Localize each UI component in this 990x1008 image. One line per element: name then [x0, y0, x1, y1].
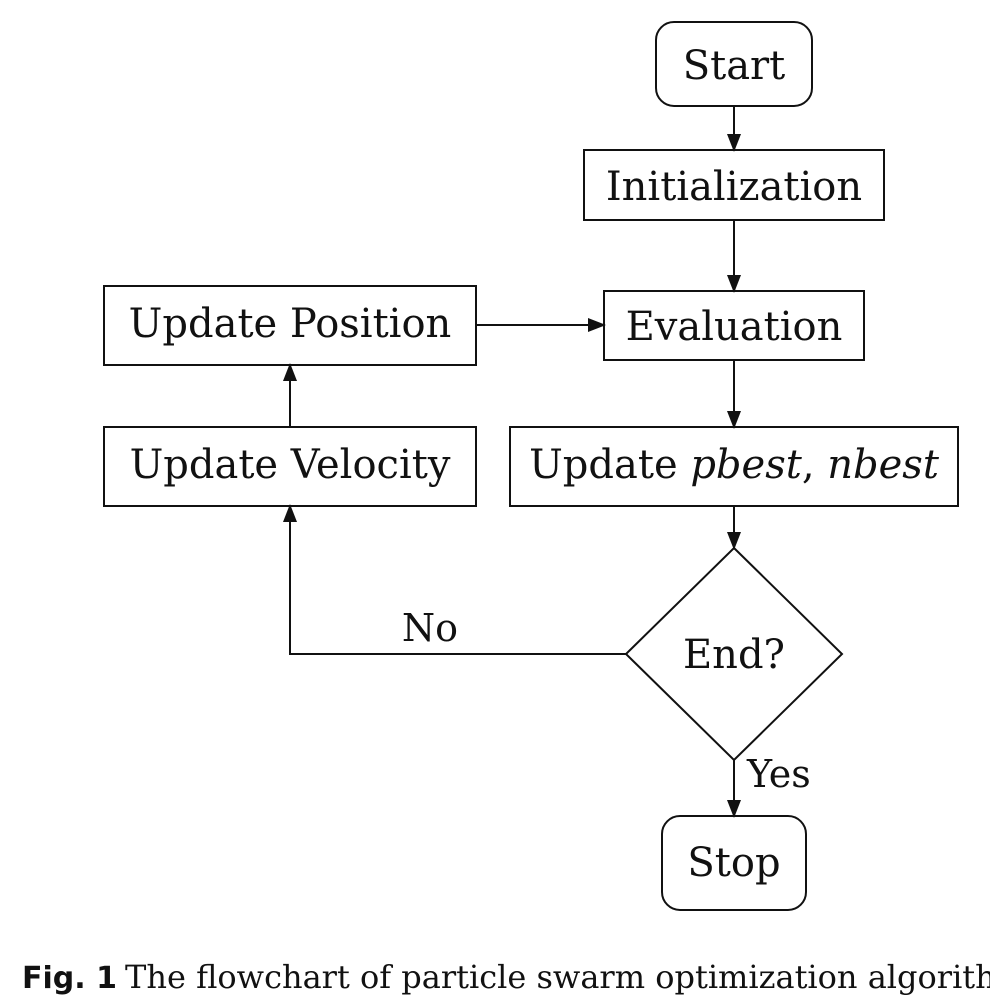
update-best-separator: ,	[802, 442, 827, 488]
yes-edge-label: Yes	[746, 752, 811, 796]
initialization-label: Initialization	[606, 164, 862, 210]
update-velocity-node: Update Velocity	[103, 426, 477, 507]
decision-label: End?	[683, 632, 785, 678]
stop-node: Stop	[661, 815, 807, 911]
arrow-decision-no-to-velocity	[283, 504, 626, 655]
update-position-label: Update Position	[129, 301, 452, 347]
stop-label: Stop	[687, 840, 780, 886]
update-best-prefix: Update	[529, 442, 690, 488]
nbest-term: nbest	[827, 442, 940, 488]
update-best-label: Update pbest, nbest	[529, 442, 940, 488]
figure-caption: The flowchart of particle swarm optimiza…	[125, 958, 990, 996]
start-label: Start	[683, 43, 786, 89]
update-velocity-label: Update Velocity	[130, 442, 451, 488]
update-best-node: Update pbest, nbest	[509, 426, 959, 507]
figure-number: Fig. 1	[22, 961, 117, 996]
decision-node: End?	[624, 546, 844, 762]
no-edge-label: No	[402, 606, 458, 650]
evaluation-label: Evaluation	[626, 304, 843, 350]
initialization-node: Initialization	[583, 149, 885, 221]
update-position-node: Update Position	[103, 285, 477, 366]
evaluation-node: Evaluation	[603, 290, 865, 361]
pbest-term: pbest	[690, 442, 802, 488]
start-node: Start	[655, 21, 813, 107]
